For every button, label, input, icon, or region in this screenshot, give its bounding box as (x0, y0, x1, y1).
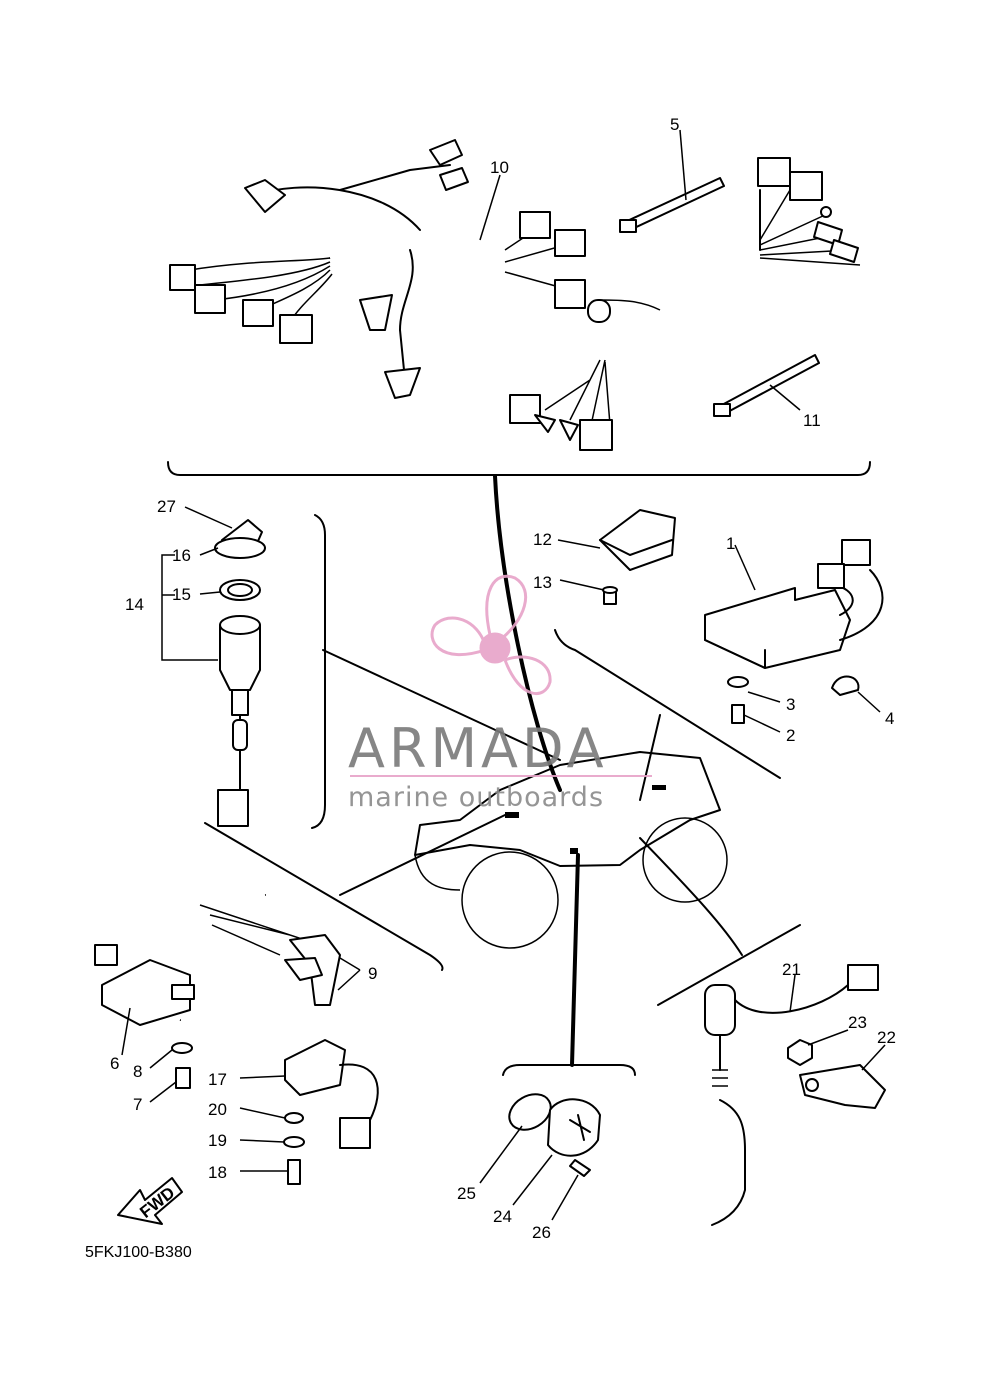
callout-7: 7 (133, 1095, 142, 1114)
callout-9: 9 (368, 964, 377, 983)
bolt-2[interactable] (731, 704, 745, 724)
callout-11: 11 (803, 411, 821, 430)
nut-23[interactable] (787, 1039, 813, 1066)
diagram-code: 5FKJ100-B380 (85, 1244, 192, 1261)
callout-27: 27 (157, 497, 176, 516)
callout-23: 23 (848, 1013, 867, 1032)
callout-14: 14 (125, 595, 144, 614)
callout-3: 3 (786, 695, 795, 714)
propeller-logo-icon (430, 574, 552, 696)
screw-26[interactable] (569, 1159, 591, 1177)
cable-tie-5[interactable] (619, 177, 725, 233)
ignition-coil[interactable] (94, 892, 341, 1026)
wire-harness[interactable] (169, 139, 861, 451)
washer-8[interactable] (171, 1042, 193, 1054)
callout-24: 24 (493, 1207, 512, 1226)
washer-3[interactable] (727, 676, 749, 688)
callout-20: 20 (208, 1100, 227, 1119)
brand-watermark: ARMADA marine outboards (348, 574, 652, 813)
callout-5: 5 (670, 115, 679, 134)
bolt-7[interactable] (175, 1067, 191, 1089)
switch-parts-bracket (161, 554, 218, 661)
bolt-18[interactable] (287, 1159, 301, 1185)
callout-4: 4 (885, 709, 894, 728)
switch-21[interactable] (704, 964, 879, 1226)
callout-25: 25 (457, 1184, 476, 1203)
callout-6: 6 (110, 1054, 119, 1073)
callout-numbers: 5 10 11 27 16 15 14 12 13 1 3 2 4 9 6 8 … (110, 115, 896, 1242)
callout-18: 18 (208, 1163, 227, 1182)
watermark-brand: ARMADA (348, 717, 608, 780)
sensor-24[interactable] (547, 1098, 601, 1157)
fwd-arrow-icon: FWD (117, 1177, 183, 1225)
callout-22: 22 (877, 1028, 896, 1047)
vehicle-outline (414, 751, 728, 949)
clamp-4[interactable] (831, 675, 860, 696)
callout-8: 8 (133, 1062, 142, 1081)
callout-21: 21 (782, 960, 801, 979)
bolt-13[interactable] (602, 586, 618, 605)
switch-group-bracket (311, 514, 326, 829)
o-ring-25[interactable] (503, 1087, 557, 1137)
washer-20[interactable] (284, 1112, 304, 1124)
main-switch[interactable] (214, 519, 266, 827)
callout-16: 16 (172, 546, 191, 565)
harness-group-bracket (167, 461, 871, 476)
washer-19[interactable] (283, 1136, 305, 1148)
sensor-unit-17[interactable] (284, 1039, 379, 1149)
callout-26: 26 (532, 1223, 551, 1242)
callout-1: 1 (726, 534, 735, 553)
watermark-tagline: marine outboards (348, 782, 604, 813)
callout-12: 12 (533, 530, 552, 549)
callout-17: 17 (208, 1070, 227, 1089)
callout-2: 2 (786, 726, 795, 745)
callout-19: 19 (208, 1131, 227, 1150)
harness-leader (493, 474, 562, 792)
callout-13: 13 (533, 573, 552, 592)
callout-10: 10 (490, 158, 509, 177)
cable-tie-11[interactable] (713, 354, 820, 417)
cdi-unit[interactable] (704, 539, 884, 669)
callout-15: 15 (172, 585, 191, 604)
arm-22[interactable] (799, 1064, 886, 1109)
rectifier-regulator[interactable] (599, 509, 676, 571)
leader-lines (121, 129, 886, 1221)
